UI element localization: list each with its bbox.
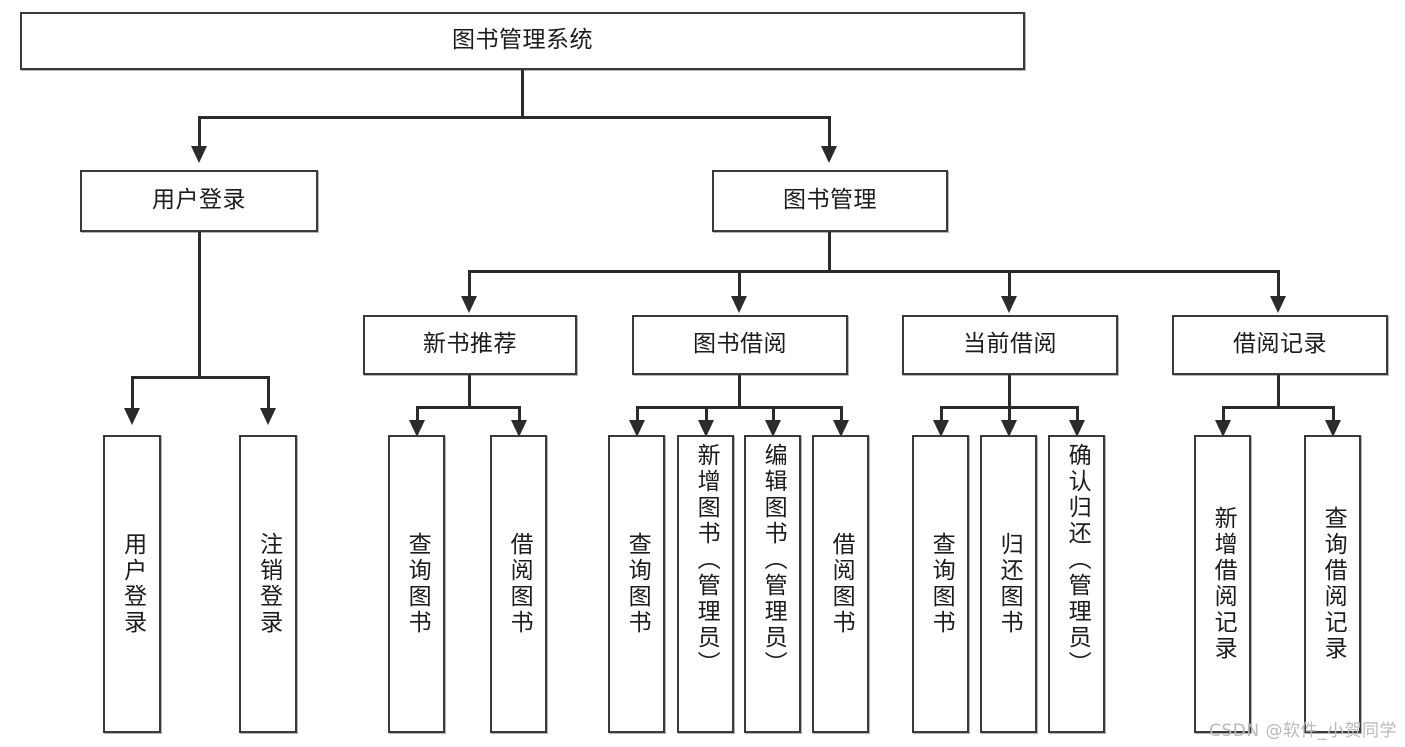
arrow-to-book-borrow [731, 296, 747, 313]
connector-cb-drop-3 [1076, 406, 1079, 424]
node-root-book-management-system[interactable]: 图书管理系统 [20, 12, 1025, 70]
arrow-to-leaf-query-book-3 [933, 420, 949, 437]
connector-root-bus [198, 116, 831, 119]
node-label: 查询图书 [624, 532, 651, 636]
connector-drop-current-borrow [1008, 270, 1011, 298]
arrow-to-leaf-edit-book [765, 420, 781, 437]
arrow-to-leaf-add-book [698, 420, 714, 437]
node-label: 借阅记录 [1233, 331, 1327, 358]
node-label: 当前借阅 [963, 331, 1057, 358]
node-label: 图书管理 [783, 187, 877, 214]
connector-root-stem [521, 70, 524, 118]
arrow-to-leaf-logout-login [260, 408, 276, 425]
node-user-login[interactable]: 用户登录 [80, 170, 318, 232]
leaf-return-book[interactable]: 归还图书 [980, 435, 1037, 733]
connector-user-login-bus [131, 376, 267, 379]
node-label: 用户登录 [152, 187, 246, 214]
connector-drop-borrow-record [1277, 270, 1280, 298]
csdn-watermark: CSDN @软件_小贺同学 [1209, 721, 1397, 741]
node-label: 新增借阅记录 [1210, 506, 1237, 662]
connector-book-management-stem [828, 232, 831, 272]
connector-bb-drop-2 [705, 406, 708, 424]
node-label: 借阅图书 [506, 532, 533, 636]
leaf-query-book-2[interactable]: 查询图书 [608, 435, 665, 733]
connector-borrow-record-bus [1222, 406, 1335, 409]
connector-br-drop-1 [1222, 406, 1225, 424]
connector-book-borrow-bus [636, 406, 843, 409]
connector-bb-drop-3 [772, 406, 775, 424]
leaf-query-borrow-record[interactable]: 查询借阅记录 [1304, 435, 1361, 733]
leaf-borrow-book-1[interactable]: 借阅图书 [490, 435, 547, 733]
arrow-to-leaf-borrow-book-2 [833, 420, 849, 437]
node-book-borrow[interactable]: 图书借阅 [632, 315, 848, 375]
arrow-to-new-book-recommend [461, 296, 477, 313]
arrow-to-borrow-record [1270, 296, 1286, 313]
connector-cb-drop-2 [1008, 406, 1011, 424]
node-label: 查询图书 [404, 532, 431, 636]
connector-bb-drop-1 [636, 406, 639, 424]
connector-root-to-user-login [198, 116, 201, 146]
leaf-user-login[interactable]: 用户登录 [103, 435, 161, 733]
arrow-to-leaf-add-borrow-record [1215, 420, 1231, 437]
connector-user-login-drop-1 [131, 376, 134, 408]
arrow-to-leaf-query-borrow-record [1325, 420, 1341, 437]
connector-drop-book-borrow [738, 270, 741, 298]
leaf-add-borrow-record[interactable]: 新增借阅记录 [1194, 435, 1251, 733]
leaf-edit-book[interactable]: 编辑图书（管理员） [744, 435, 801, 733]
node-label: 查询图书 [928, 532, 955, 636]
connector-book-borrow-stem [738, 375, 741, 408]
arrow-to-user-login [191, 146, 207, 163]
leaf-query-book-1[interactable]: 查询图书 [388, 435, 445, 733]
node-label: 查询借阅记录 [1320, 506, 1347, 662]
node-label: 新书推荐 [423, 331, 517, 358]
arrow-to-current-borrow [1001, 296, 1017, 313]
arrow-to-book-management [821, 146, 837, 163]
arrow-to-leaf-borrow-book-1 [511, 420, 527, 437]
node-book-management[interactable]: 图书管理 [712, 170, 948, 232]
leaf-add-book[interactable]: 新增图书（管理员） [677, 435, 734, 733]
node-borrow-record[interactable]: 借阅记录 [1172, 315, 1388, 375]
node-label: 确认归还（管理员） [1064, 443, 1091, 677]
arrow-to-leaf-return-book [1001, 420, 1017, 437]
node-current-borrow[interactable]: 当前借阅 [902, 315, 1118, 375]
node-new-book-recommend[interactable]: 新书推荐 [363, 315, 577, 375]
connector-cb-drop-1 [940, 406, 943, 424]
node-label: 借阅图书 [828, 532, 855, 636]
connector-bb-drop-4 [840, 406, 843, 424]
node-label: 图书借阅 [693, 331, 787, 358]
node-label: 归还图书 [996, 532, 1023, 636]
connector-root-to-book-management [828, 116, 831, 146]
connector-user-login-drop-2 [267, 376, 270, 408]
connector-user-login-stem [198, 232, 201, 378]
node-label: 注销登录 [255, 532, 282, 636]
connector-br-drop-2 [1332, 406, 1335, 424]
leaf-borrow-book-2[interactable]: 借阅图书 [812, 435, 869, 733]
connector-level3-bus [468, 270, 1280, 273]
node-label: 编辑图书（管理员） [760, 443, 787, 677]
connector-nbr-drop-1 [416, 406, 419, 424]
connector-nbr-drop-2 [518, 406, 521, 424]
leaf-confirm-return[interactable]: 确认归还（管理员） [1048, 435, 1105, 733]
node-label: 图书管理系统 [452, 27, 593, 54]
arrow-to-leaf-query-book-1 [409, 420, 425, 437]
connector-new-book-recommend-bus [416, 406, 521, 409]
connector-new-book-recommend-stem [468, 375, 471, 408]
leaf-query-book-3[interactable]: 查询图书 [912, 435, 969, 733]
connector-borrow-record-stem [1277, 375, 1280, 408]
connector-current-borrow-stem [1008, 375, 1011, 408]
leaf-logout-login[interactable]: 注销登录 [239, 435, 297, 733]
connector-drop-new-book-recommend [468, 270, 471, 298]
arrow-to-leaf-confirm-return [1069, 420, 1085, 437]
arrow-to-leaf-user-login [124, 408, 140, 425]
node-label: 新增图书（管理员） [693, 443, 720, 677]
arrow-to-leaf-query-book-2 [629, 420, 645, 437]
node-label: 用户登录 [119, 532, 146, 636]
